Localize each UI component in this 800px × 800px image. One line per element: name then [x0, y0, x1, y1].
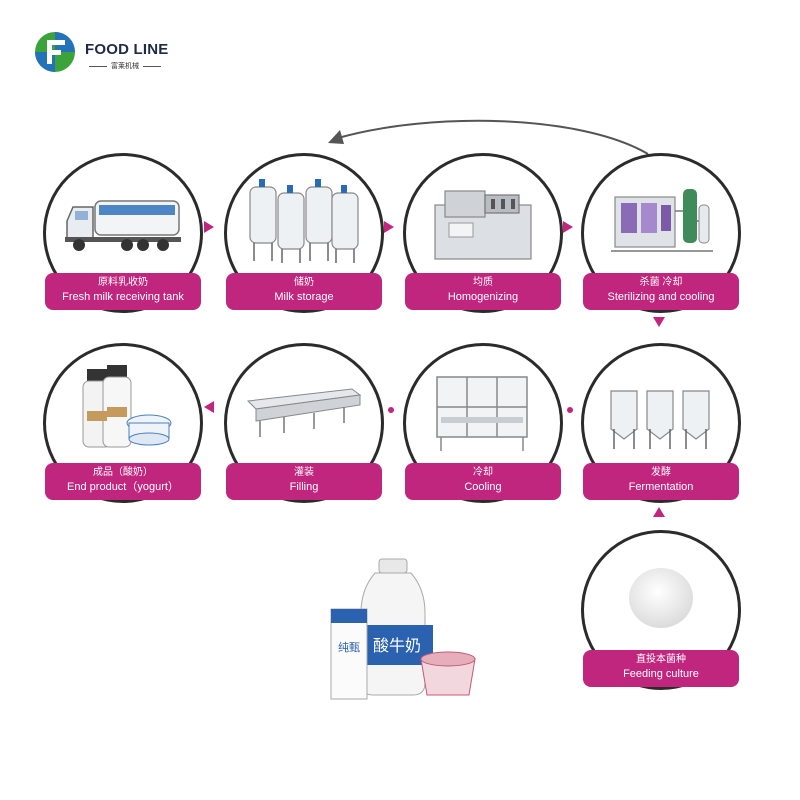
- step-label-chinese: 发酵: [651, 467, 671, 478]
- step-label-english: Filling: [289, 481, 319, 493]
- step-label-chinese: 冷却: [473, 467, 493, 478]
- step-label-chinese: 原料乳收奶: [98, 277, 148, 288]
- culture-powder-icon: [629, 568, 693, 628]
- flow-arrow-left: [567, 407, 573, 413]
- step-fermentation: 发酵 Fermentation: [581, 343, 741, 503]
- flow-arrow-left: [204, 401, 214, 413]
- step-label: 储奶 Milk storage: [226, 273, 382, 310]
- step-label: 杀菌 冷却 Sterilizing and cooling: [583, 273, 739, 310]
- step-cooling: 冷却 Cooling: [403, 343, 563, 503]
- return-loop-arrow: [328, 119, 649, 155]
- step-label-english: Feeding culture: [623, 668, 699, 680]
- step-label: 直投本菌种 Feeding culture: [583, 650, 739, 687]
- step-label-chinese: 直投本菌种: [636, 654, 686, 665]
- step-milk-storage: 储奶 Milk storage: [224, 153, 384, 313]
- cooling-tunnel-icon: [436, 376, 528, 451]
- step-label: 灌装 Filling: [226, 463, 382, 500]
- step-label-chinese: 均质: [473, 277, 493, 288]
- flow-arrow-down: [653, 317, 665, 327]
- yogurt-products-illustration: 酸牛奶 纯甄: [330, 558, 476, 700]
- step-label-chinese: 杀菌 冷却: [639, 277, 683, 288]
- step-label-english: Fermentation: [628, 481, 694, 493]
- step-label-chinese: 成品（酸奶）: [93, 467, 153, 478]
- step-label-english: Milk storage: [274, 291, 334, 303]
- logo-name: FOOD LINE: [85, 41, 169, 58]
- step-label: 原料乳收奶 Fresh milk receiving tank: [45, 273, 201, 310]
- sterilizer-plant-icon: [611, 189, 713, 252]
- step-fresh-milk-receiving: 原料乳收奶 Fresh milk receiving tank: [43, 153, 203, 313]
- step-label-english: Homogenizing: [447, 291, 519, 303]
- step-feeding-culture: 直投本菌种 Feeding culture: [581, 530, 741, 690]
- step-label: 发酵 Fermentation: [583, 463, 739, 500]
- flow-arrow-right: [384, 221, 394, 233]
- step-label-english: Cooling: [464, 481, 502, 493]
- flow-arrow-up: [653, 507, 665, 517]
- filling-machine-icon: [246, 388, 362, 437]
- brand-logo: FOOD LINE 富莱机械: [33, 30, 173, 74]
- flow-arrow-right: [204, 221, 214, 233]
- step-homogenizing: 均质 Homogenizing: [403, 153, 563, 313]
- milk-tanker-truck-icon: [65, 200, 181, 251]
- step-label-english: Fresh milk receiving tank: [62, 291, 184, 303]
- step-label-chinese: 灌装: [294, 467, 314, 478]
- flow-arrow-left: [388, 407, 394, 413]
- step-label: 成品（酸奶） End product（yogurt）: [45, 463, 201, 500]
- flow-arrow-right: [563, 221, 573, 233]
- bottle-label-text: 酸牛奶: [373, 636, 421, 655]
- step-sterilizing-cooling: 杀菌 冷却 Sterilizing and cooling: [581, 153, 741, 313]
- step-label-english: Sterilizing and cooling: [607, 291, 715, 303]
- step-label-english: End product（yogurt）: [67, 481, 179, 493]
- step-label-chinese: 储奶: [294, 277, 314, 288]
- yogurt-bottles-icon: [82, 365, 172, 448]
- step-label: 均质 Homogenizing: [405, 273, 561, 310]
- homogenizer-machine-icon: [434, 190, 532, 260]
- storage-tanks-icon: [249, 179, 359, 263]
- carton-label-text: 纯甄: [338, 641, 360, 654]
- step-filling: 灌装 Filling: [224, 343, 384, 503]
- step-end-product: 成品（酸奶） End product（yogurt）: [43, 343, 203, 503]
- fermentation-tanks-icon: [610, 390, 710, 449]
- food-line-logo-icon: [35, 32, 75, 72]
- step-label: 冷却 Cooling: [405, 463, 561, 500]
- logo-subtitle: 富莱机械: [85, 61, 165, 71]
